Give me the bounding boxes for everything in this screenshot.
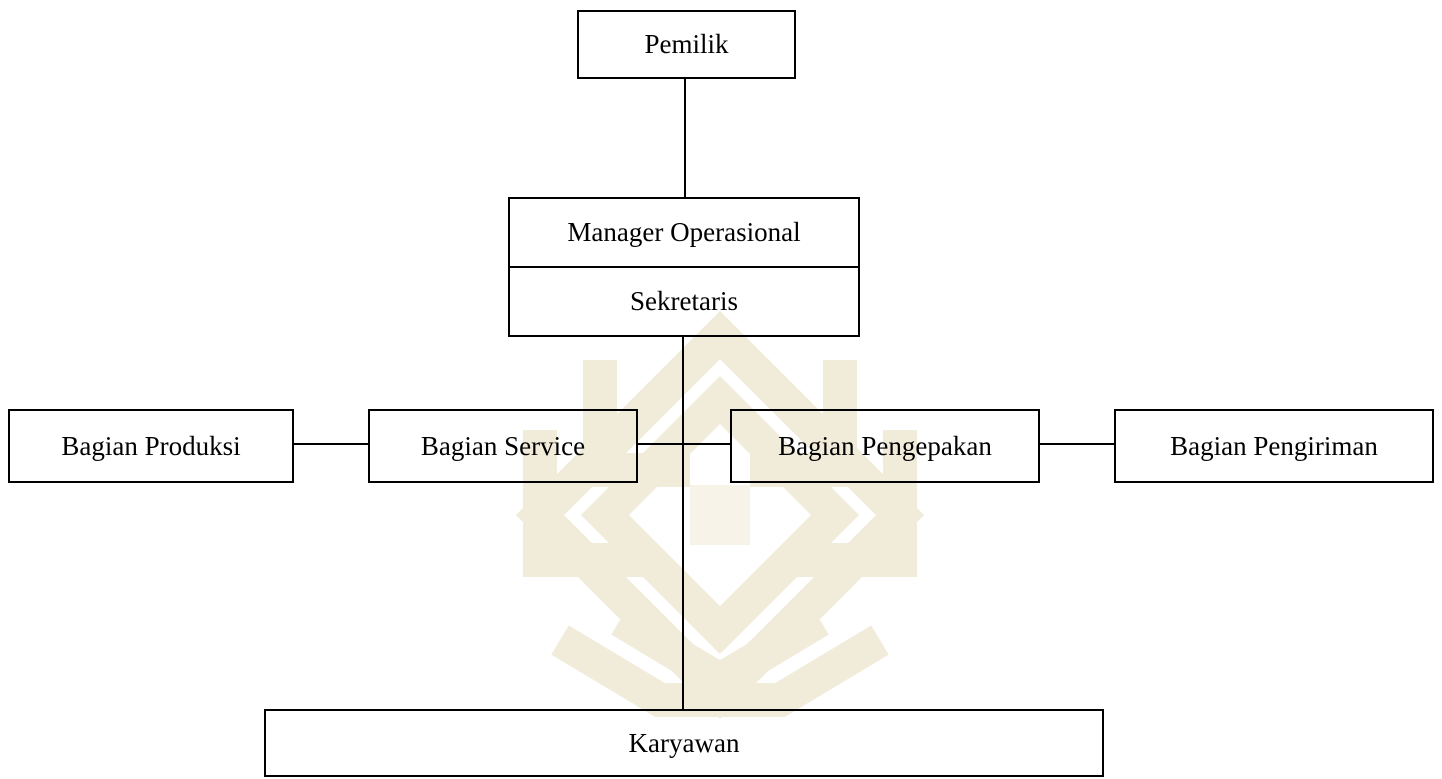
cell-sekretaris: Sekretaris: [510, 268, 858, 335]
label-manager-operasional: Manager Operasional: [567, 217, 801, 247]
label-bagian-service: Bagian Service: [420, 430, 586, 461]
box-manager-sekretaris: Manager Operasional Sekretaris: [508, 197, 860, 337]
box-bagian-pengepakan: Bagian Pengepakan: [730, 409, 1040, 483]
label-bagian-pengepakan: Bagian Pengepakan: [778, 430, 992, 461]
label-bagian-produksi: Bagian Produksi: [61, 430, 241, 461]
box-bagian-service: Bagian Service: [368, 409, 638, 483]
label-karyawan: Karyawan: [628, 727, 740, 758]
box-bagian-pengiriman: Bagian Pengiriman: [1114, 409, 1434, 483]
box-bagian-produksi: Bagian Produksi: [8, 409, 294, 483]
label-sekretaris: Sekretaris: [630, 286, 738, 316]
label-pemilik: Pemilik: [644, 29, 729, 59]
cell-manager-operasional: Manager Operasional: [510, 199, 858, 268]
box-karyawan: Karyawan: [264, 709, 1104, 777]
label-bagian-pengiriman: Bagian Pengiriman: [1170, 430, 1378, 461]
box-pemilik: Pemilik: [577, 10, 796, 79]
